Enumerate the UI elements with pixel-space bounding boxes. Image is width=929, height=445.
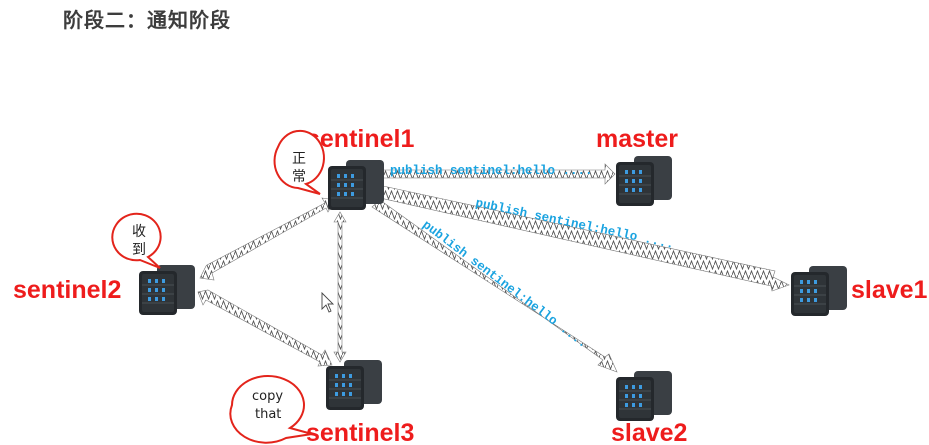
label-master: master [596,125,678,153]
bubble-text-sentinel1-line1: 正 [292,151,306,167]
server-sentinel2 [138,264,196,316]
arrow-sentinel2-sentinel3 [197,289,333,367]
label-sentinel1: sentinel1 [306,125,414,153]
server-master [615,155,673,207]
label-slave1: slave1 [851,276,928,304]
bubble-text-sentinel1-line2: 常 [292,169,306,185]
arrow-sentinel1-to-slave2 [371,199,618,373]
mouse-cursor-icon [321,291,335,313]
speech-bubble-sentinel1: 正 常 [273,129,325,195]
arrow-sentinel1-sentinel2 [199,197,336,281]
server-sentinel3 [325,359,383,411]
bubble-text-sentinel3-line2: that [255,407,281,422]
speech-bubble-sentinel2: 收 到 [111,212,162,269]
arrow-sentinel1-to-slave1 [379,185,790,292]
server-slave2 [615,370,673,422]
label-slave2: slave2 [611,419,687,445]
speech-bubble-sentinel3: copy that [229,375,313,444]
bubble-text-sentinel3-line1: copy [252,389,283,404]
server-sentinel1 [327,159,385,211]
message-to-master: publish sentinel:hello .... [390,164,593,178]
arrow-sentinel1-sentinel3 [333,211,347,363]
server-slave1 [790,265,848,317]
label-sentinel3: sentinel3 [306,419,414,445]
arrow-sentinel1-to-master [379,163,616,185]
page-title: 阶段二：通知阶段 [63,8,231,32]
bubble-text-sentinel2-line1: 收 [132,224,146,240]
label-sentinel2: sentinel2 [13,276,121,304]
bubble-text-sentinel2-line2: 到 [132,242,146,258]
